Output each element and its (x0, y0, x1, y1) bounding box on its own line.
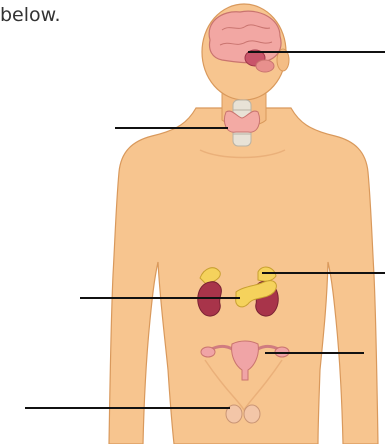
testis-right (244, 405, 260, 423)
torso (109, 108, 378, 444)
brain (209, 11, 281, 63)
ovary-left (201, 347, 215, 357)
cerebellum (256, 60, 274, 72)
